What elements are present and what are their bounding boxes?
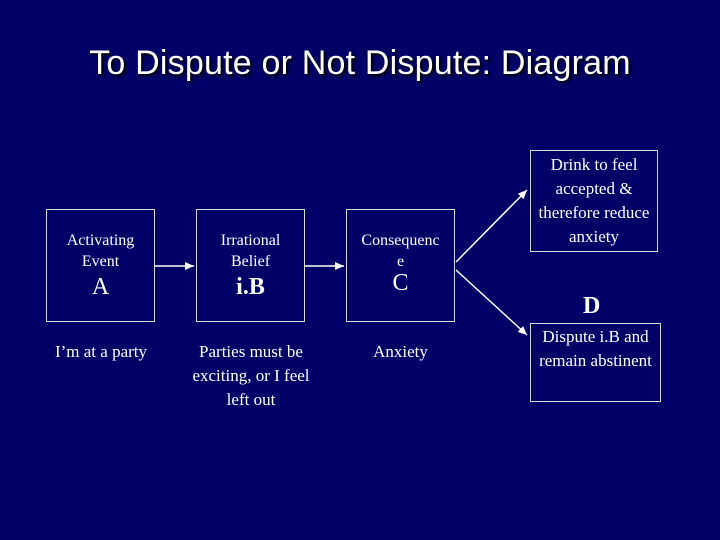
consequence-description: Anxiety	[373, 342, 428, 361]
activating-event-box: Activating Event A	[46, 209, 155, 322]
consequence-label-line2: e	[396, 253, 405, 270]
arrow-c-to-bottom	[455, 269, 528, 336]
dispute-letter: D	[583, 293, 601, 319]
irrational-belief-description: Parties must be exciting, or I feel left…	[192, 342, 310, 409]
irrational-belief-letter: i.B	[236, 274, 265, 300]
arrow-c-to-top	[455, 189, 528, 263]
drink-outcome-box: Drink to feel accepted & therefore reduc…	[530, 150, 658, 252]
consequence-box: Consequenc e C	[346, 209, 455, 322]
consequence-letter: C	[392, 270, 409, 296]
activating-event-letter: A	[91, 274, 110, 300]
dispute-outcome-box: Dispute i.B and remain abstinent	[530, 323, 661, 402]
irrational-belief-label: Irrational Belief	[220, 232, 281, 270]
consequence-label-line1: Consequenc	[361, 232, 440, 249]
page-title: To Dispute or Not Dispute: Diagram	[89, 44, 631, 82]
activating-event-description: I’m at a party	[54, 342, 148, 361]
consequence-label: Consequenc e	[347, 230, 454, 272]
irrational-belief-box: Irrational Belief i.B	[196, 209, 305, 322]
activating-event-label: Activating Event	[66, 232, 135, 270]
